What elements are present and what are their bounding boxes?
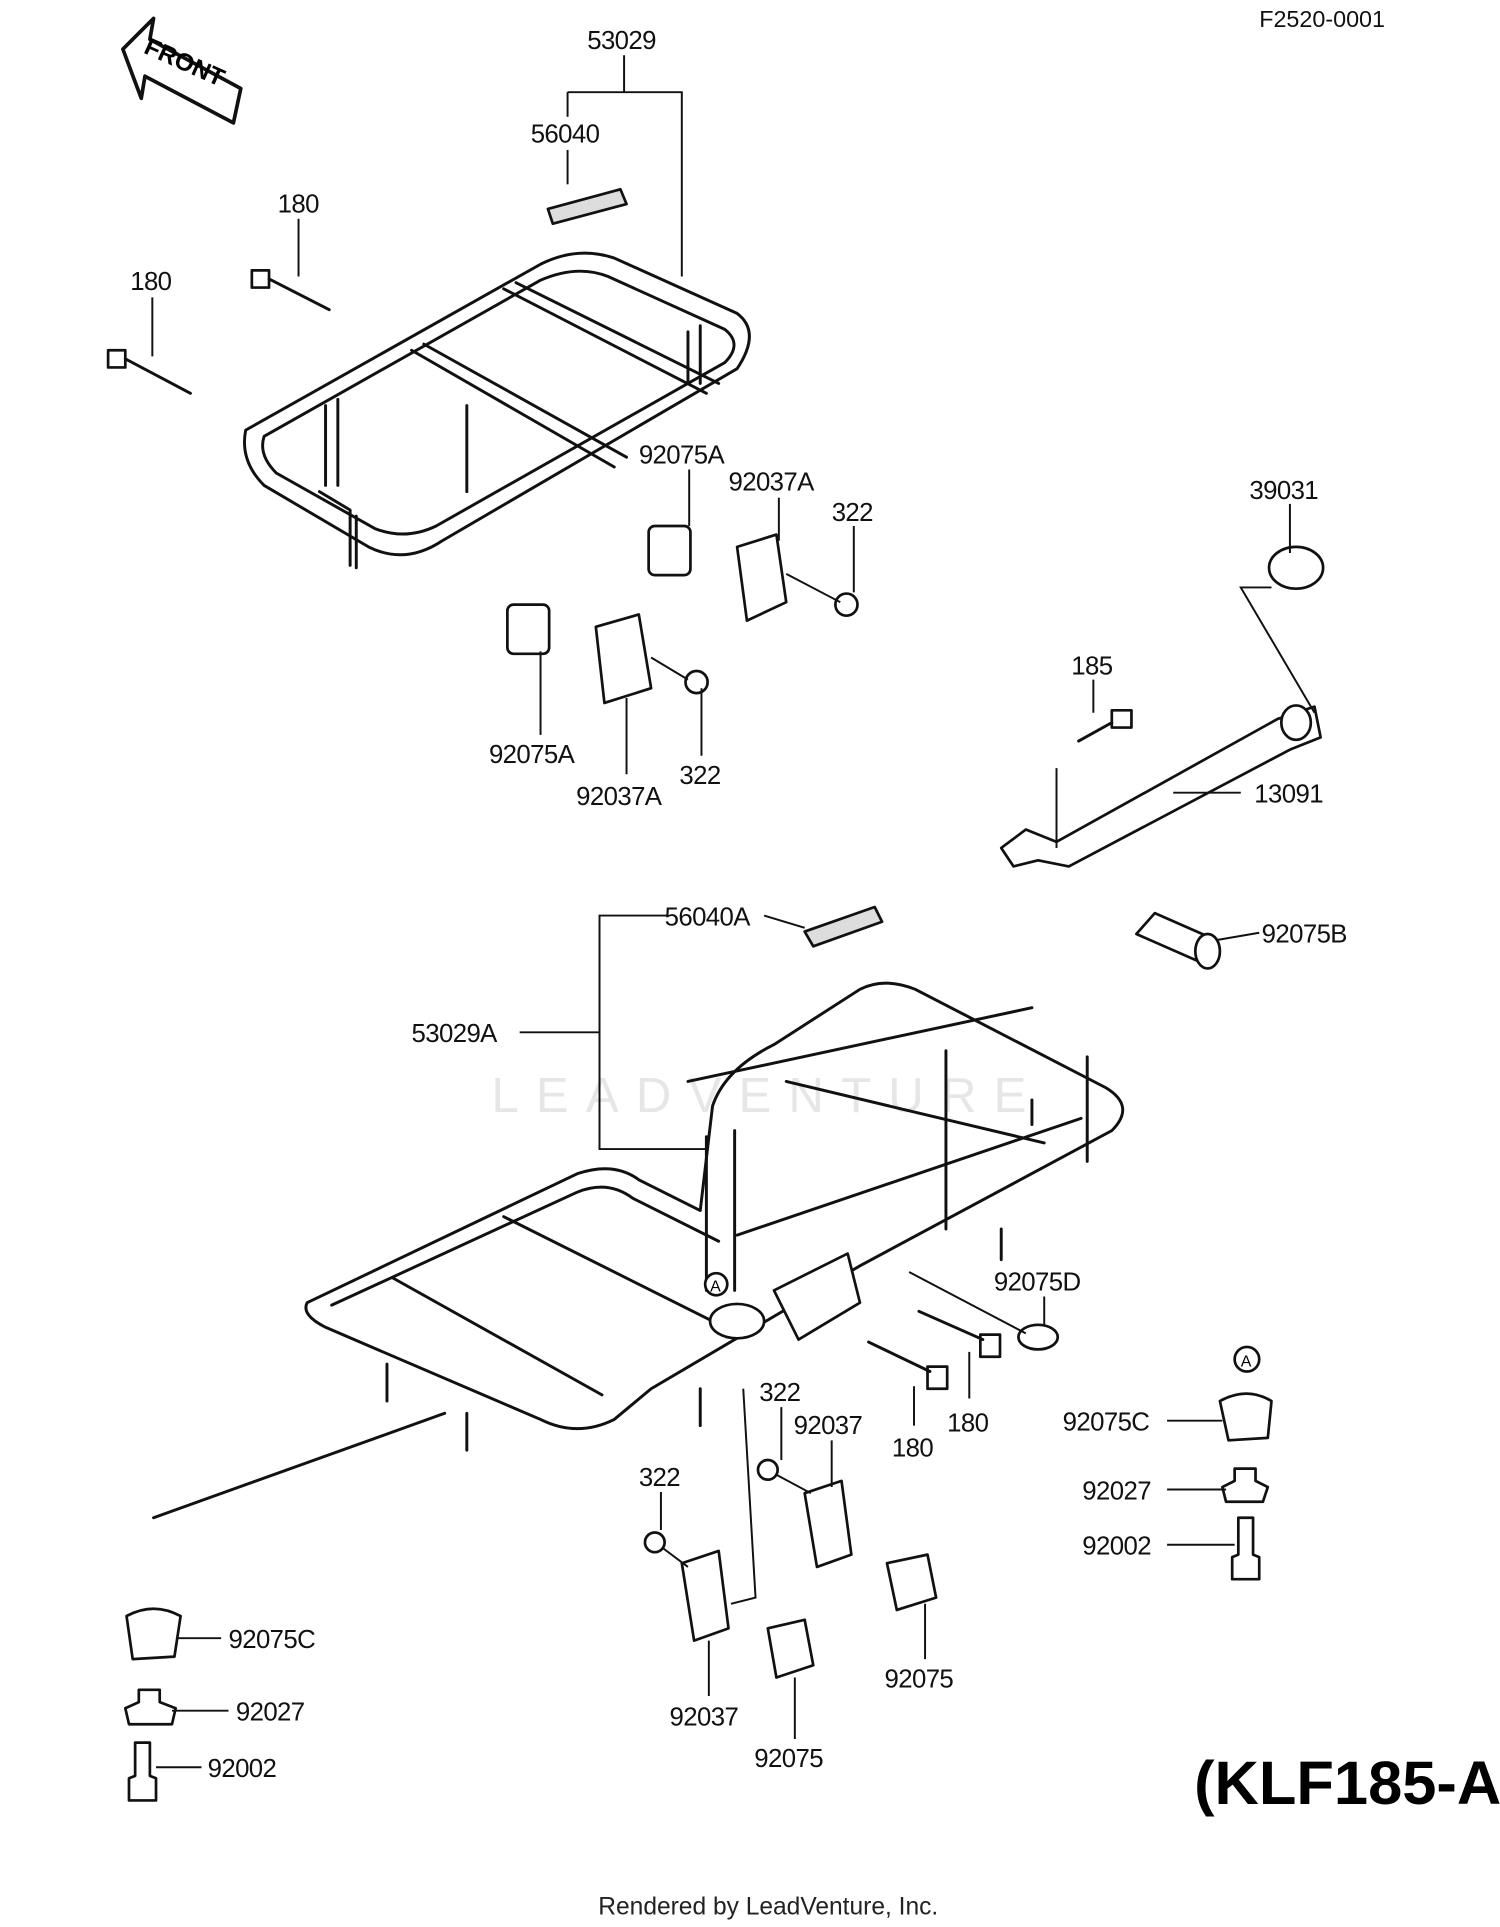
callout-180-rear-2: 180	[130, 268, 171, 296]
damper-92075-f1	[885, 1553, 938, 1612]
plug-92075D	[1017, 1323, 1060, 1351]
collar-92027-right	[1221, 1467, 1270, 1504]
callout-322-f2: 322	[639, 1464, 680, 1492]
callout-53029: 53029	[587, 27, 656, 55]
callout-92027-right: 92027	[1082, 1477, 1151, 1505]
callout-92075-f1: 92075	[885, 1665, 954, 1693]
callout-92002-left: 92002	[208, 1755, 277, 1783]
bolt-180-rear-2	[106, 348, 192, 395]
nut-322-f2	[643, 1531, 666, 1554]
watermark: LEADVENTURE	[491, 1069, 1043, 1123]
callout-92002-right: 92002	[1082, 1533, 1151, 1561]
callout-322-f1: 322	[759, 1379, 800, 1407]
callout-92075C-right: 92075C	[1063, 1408, 1150, 1436]
callout-56040: 56040	[531, 121, 600, 149]
svg-text:A: A	[1241, 1354, 1252, 1371]
callout-56040A: 56040A	[665, 903, 752, 931]
damper-92075A-low	[506, 603, 551, 656]
callout-180-front-1: 180	[947, 1410, 988, 1438]
bolt-180-rear-1	[250, 269, 331, 312]
callout-92027-left: 92027	[236, 1699, 305, 1727]
callout-92037-f1: 92037	[794, 1412, 863, 1440]
callout-180-front-2: 180	[892, 1434, 933, 1462]
svg-text:A: A	[710, 1279, 721, 1296]
grommet-92075C-right	[1218, 1392, 1273, 1442]
rear-rack-53029	[243, 187, 751, 570]
callout-92037A-top: 92037A	[729, 468, 816, 496]
front-rack-53029A	[304, 981, 1125, 1452]
rod-13091	[999, 704, 1322, 868]
cap-39031	[1267, 545, 1325, 591]
callout-13091: 13091	[1254, 781, 1323, 809]
bolt-92002-right	[1230, 1516, 1261, 1581]
nut-322-low	[684, 669, 709, 695]
callout-322-top: 322	[832, 499, 873, 527]
callout-92037A-low: 92037A	[576, 783, 663, 811]
collar-92075B	[1135, 911, 1222, 970]
model-code: (KLF185-A	[1194, 1749, 1500, 1818]
clamp-92037-f2	[680, 1549, 730, 1643]
ref-marker-a-grommet: A	[1233, 1345, 1261, 1373]
collar-92027-left	[123, 1688, 178, 1726]
callout-180-rear-1: 180	[278, 191, 319, 219]
callout-322-low: 322	[679, 762, 720, 790]
callout-92075C-left: 92075C	[229, 1626, 316, 1654]
clamp-92037-f1	[803, 1479, 853, 1569]
clamp-92037A-top	[735, 533, 788, 622]
leader-lines	[151, 55, 1316, 1769]
callout-39031: 39031	[1249, 477, 1318, 505]
damper-92075-f2	[766, 1618, 815, 1679]
callout-92037-f2: 92037	[670, 1703, 739, 1731]
diagram-code: F2520-0001	[1259, 6, 1385, 32]
callout-92075B: 92075B	[1262, 921, 1347, 949]
nut-322-f1	[756, 1458, 779, 1482]
bolt-92002-left	[127, 1741, 158, 1802]
callout-92075A-low: 92075A	[489, 741, 576, 769]
bolt-185	[1077, 708, 1133, 743]
clamp-92037A-low	[594, 613, 653, 705]
nut-322-top	[834, 592, 859, 618]
callout-185: 185	[1071, 653, 1112, 681]
callout-92075-f2: 92075	[754, 1745, 823, 1773]
decal-56040A	[803, 905, 884, 948]
bolt-180-front-1	[917, 1309, 1002, 1359]
callout-92075D: 92075D	[994, 1268, 1081, 1296]
grommet-92075C-left	[125, 1607, 182, 1661]
callout-92075A-top: 92075A	[639, 441, 726, 469]
callout-53029A: 53029A	[412, 1020, 499, 1048]
damper-92075A-top	[647, 524, 692, 577]
ref-marker-a-rack: A	[703, 1271, 729, 1297]
front-arrow-icon: FRONT	[121, 16, 243, 125]
footer-credit: Rendered by LeadVenture, Inc.	[598, 1894, 938, 1921]
bolt-180-front-2	[867, 1340, 949, 1391]
